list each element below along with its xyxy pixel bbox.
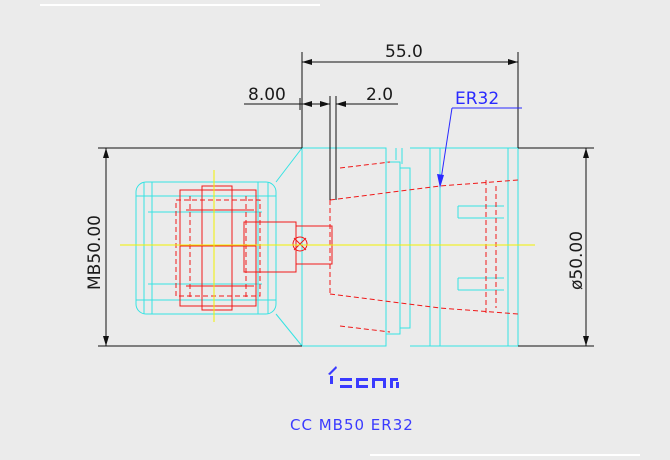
dim-gap: 2.0 — [366, 85, 393, 105]
dim-overall-length: 55.0 — [385, 42, 423, 62]
dim-body-diameter: ø50.00 — [567, 231, 587, 290]
dimension-lines — [98, 52, 594, 347]
dim-left-offset: 8.00 — [248, 85, 286, 105]
internal-details — [175, 161, 519, 333]
dim-shank-diameter: MB50.00 — [85, 215, 105, 290]
body-outline — [135, 147, 519, 347]
part-number: CC MB50 ER32 — [290, 416, 414, 434]
collet-leader — [437, 107, 522, 188]
iscar-logo — [328, 366, 399, 388]
centerlines — [120, 170, 535, 322]
collet-label: ER32 — [455, 89, 499, 109]
